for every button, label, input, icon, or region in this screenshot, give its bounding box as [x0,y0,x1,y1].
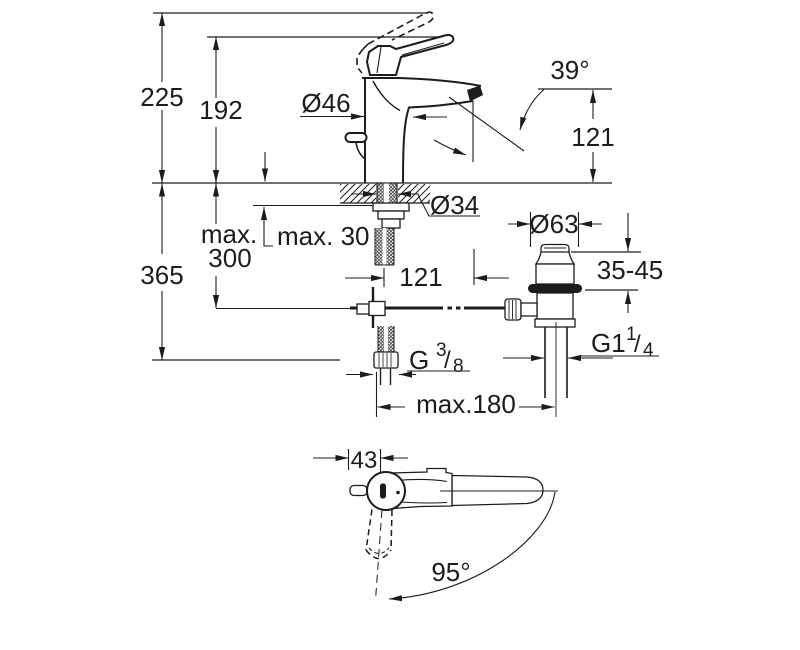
waste-lower-body [536,292,574,320]
label-handle-width: 43 [351,447,378,474]
dimension-labels: 225 192 365 max. 300 max. 30 Ø46 Ø34 39°… [140,55,663,587]
aerator [467,85,483,102]
label-waste-diameter: Ø63 [529,209,578,239]
waste-knurled-knob [504,298,522,321]
stream-angle-line [448,96,525,152]
label-shank-diameter: Ø34 [430,190,479,220]
dimension-lines [158,13,659,417]
waste-rod-connector [520,302,538,317]
supply-hose-lower [373,326,399,385]
threaded-shank [376,183,398,203]
label-body-diameter: Ø46 [301,88,350,118]
label-supply-thread: G 3 / 8 [409,340,464,377]
label-under-depth: 365 [140,260,183,290]
faucet-top-view [313,449,558,602]
label-spout-height: 192 [199,95,242,125]
label-swivel-angle: 95° [431,557,470,587]
faucet-side-view [216,11,545,385]
label-deck-thickness: max. 30 [277,221,370,251]
supply-thread-slash: / [444,347,451,374]
handle-rotated-dashed [365,509,393,560]
reference-lines [152,12,641,361]
label-hose-max-1: max. [201,219,257,249]
angle-arc-39 [519,89,545,131]
swivel-arc-95 [388,491,556,602]
swivel-axis-rotated [375,509,383,601]
faucet-handle-raised-dashed [356,11,434,74]
popup-rod-top-view [349,484,368,497]
flow-curve-arrow [433,139,467,156]
label-waste-thread: G1 1 / 4 [591,324,654,361]
label-total-height: 225 [140,82,183,112]
faucet-body [362,77,483,184]
waste-thread-numerator: 1 [626,324,637,345]
waste-upper-body [535,263,575,285]
label-hose-max-2: 300 [208,243,251,273]
waste-thread-base: G1 [591,328,626,358]
popup-rod-linkage [216,287,506,328]
waste-thread-denominator: 4 [643,340,654,361]
label-waste-deck-range: 35-45 [597,255,664,285]
g38-knurled-nut [373,351,399,369]
waste-thread-slash: / [634,331,641,358]
spout-top-edge [398,77,482,87]
faucet-handle [365,34,455,76]
knob-dot [396,490,400,495]
waste-cone [534,251,576,265]
waste-bottom-ring [534,318,576,328]
knob-slot [380,483,386,499]
spout-inner-curve [372,80,401,112]
waste-flange [528,284,582,293]
spout-underside [402,100,474,184]
label-spout-reach: 121 [399,262,442,292]
popup-lever-knob [344,132,368,160]
popup-waste-valve [504,243,582,417]
label-rod-reach: max.180 [416,389,516,419]
label-spout-angle: 39° [550,55,589,85]
label-aerator-height: 121 [571,122,614,152]
supply-hose-upper [374,228,395,266]
mounting-nut [372,202,410,229]
supply-thread-base: G [409,345,429,375]
supply-thread-numerator: 3 [436,340,447,361]
supply-thread-denominator: 8 [453,356,464,377]
